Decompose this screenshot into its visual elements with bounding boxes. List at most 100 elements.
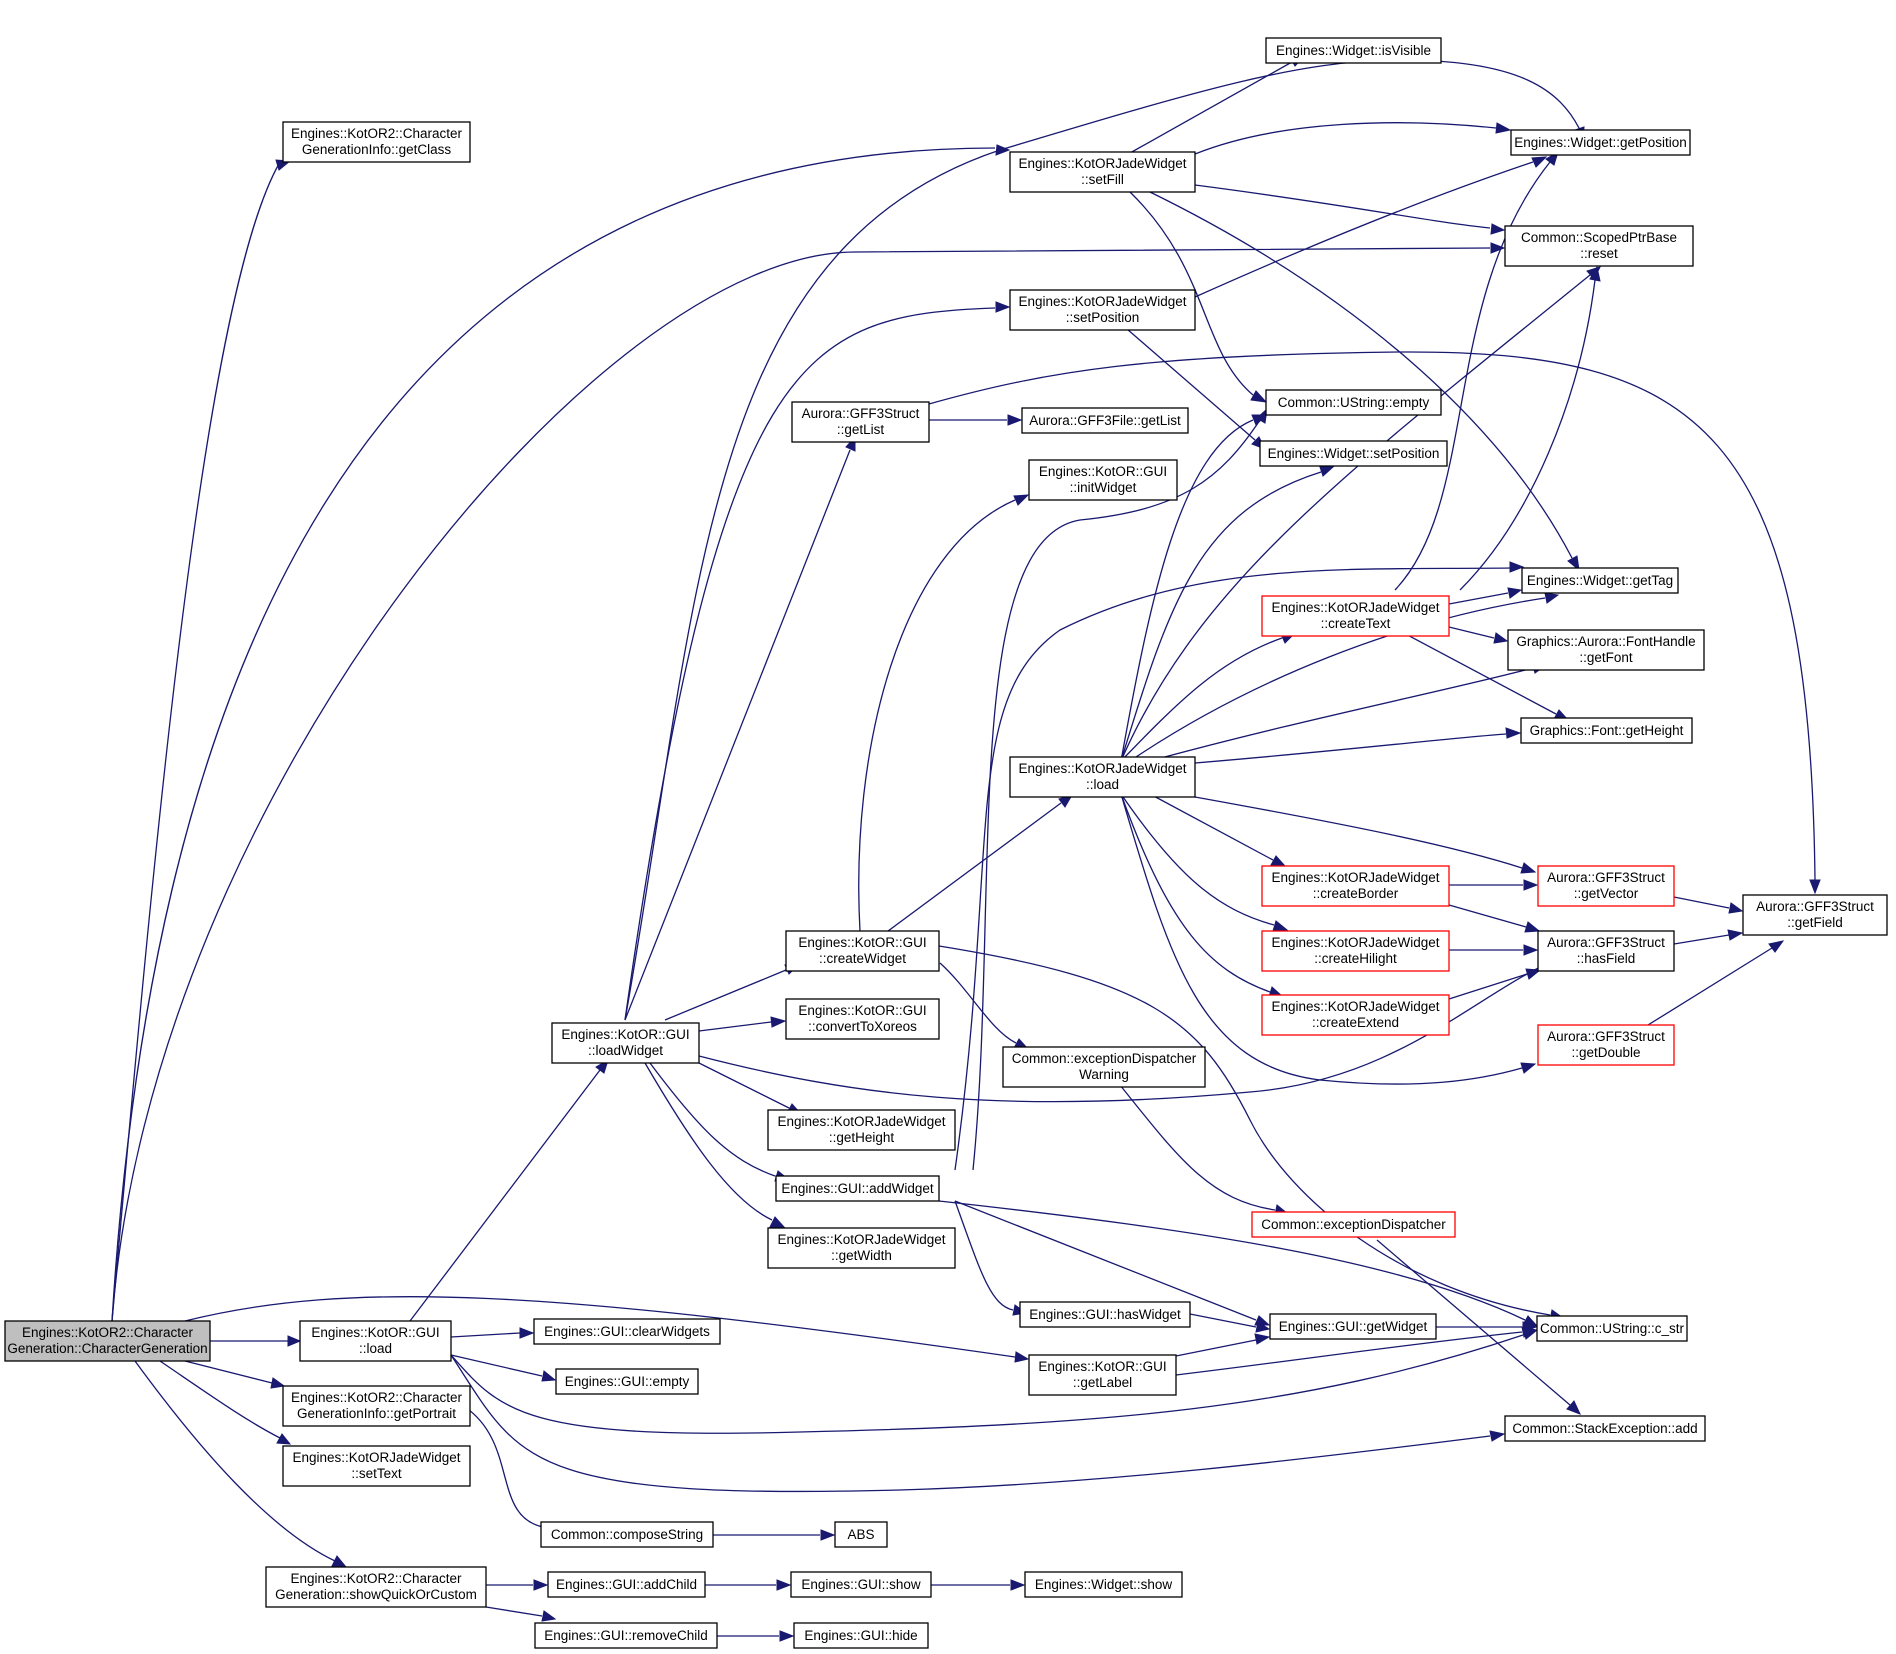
node-label-line1: Engines::GUI::getWidget <box>1279 1319 1428 1334</box>
node-label-line1: Graphics::Aurora::FontHandle <box>1516 634 1695 649</box>
edge-jadeload-reset <box>1120 266 1601 762</box>
node-label-line2: ::loadWidget <box>588 1043 663 1058</box>
node-label-line1: Engines::GUI::clearWidgets <box>544 1324 710 1339</box>
call-nodes: Engines::KotOR2::CharacterGeneration::Ch… <box>4 37 1888 1649</box>
node-getfont[interactable]: Graphics::Aurora::FontHandle::getFont <box>1507 629 1705 671</box>
node-label-line2: ::getLabel <box>1073 1375 1132 1390</box>
node-label-line1: Engines::KotORJadeWidget <box>1018 294 1186 309</box>
node-character-generation-root[interactable]: Engines::KotOR2::CharacterGeneration::Ch… <box>4 1320 211 1362</box>
node-haswidget[interactable]: Engines::GUI::hasWidget <box>1019 1301 1191 1328</box>
node-scopedptr-reset[interactable]: Common::ScopedPtrBase::reset <box>1504 225 1694 267</box>
node-removechild[interactable]: Engines::GUI::removeChild <box>534 1622 718 1649</box>
node-label-line1: Engines::KotOR::GUI <box>798 1003 926 1018</box>
node-isvisible[interactable]: Engines::Widget::isVisible <box>1265 37 1442 64</box>
edge-loadwidget-convert <box>698 1016 787 1032</box>
node-createtext[interactable]: Engines::KotORJadeWidget::createText <box>1261 595 1450 637</box>
node-stackexception-add[interactable]: Common::StackException::add <box>1504 1415 1706 1442</box>
node-label-line2: ::load <box>1086 777 1119 792</box>
edge-loadwidget-createwidget <box>664 963 801 1021</box>
node-label-line1: Engines::KotOR2::Character <box>291 126 463 141</box>
node-label-line1: Common::composeString <box>551 1527 703 1542</box>
edge-removechild-guihide <box>717 1630 795 1642</box>
node-jade-load[interactable]: Engines::KotORJadeWidget::load <box>1009 756 1196 798</box>
node-abs[interactable]: ABS <box>834 1521 888 1548</box>
node-label-line1: Engines::KotORJadeWidget <box>1271 999 1439 1014</box>
node-showquickorcustom[interactable]: Engines::KotOR2::CharacterGeneration::sh… <box>265 1566 487 1608</box>
edge-addwidget-haswidget <box>954 1200 1028 1316</box>
node-getclass[interactable]: Engines::KotOR2::CharacterGenerationInfo… <box>282 121 471 163</box>
node-gui-hide[interactable]: Engines::GUI::hide <box>793 1622 929 1649</box>
node-getwidget[interactable]: Engines::GUI::getWidget <box>1269 1313 1437 1340</box>
node-loadwidget[interactable]: Engines::KotOR::GUI::loadWidget <box>551 1022 700 1064</box>
node-font-getheight[interactable]: Graphics::Font::getHeight <box>1520 717 1693 744</box>
node-gettag[interactable]: Engines::Widget::getTag <box>1521 567 1679 594</box>
node-getheight[interactable]: Engines::KotORJadeWidget::getHeight <box>767 1109 956 1151</box>
node-ustring-empty[interactable]: Common::UString::empty <box>1265 389 1442 416</box>
node-label-line2: ::reset <box>1580 246 1618 261</box>
node-widget-show[interactable]: Engines::Widget::show <box>1024 1571 1183 1598</box>
node-gff3file-getlist[interactable]: Aurora::GFF3File::getList <box>1021 407 1189 434</box>
node-addwidget[interactable]: Engines::GUI::addWidget <box>775 1175 940 1202</box>
edge-load-clearwidgets <box>450 1327 535 1339</box>
node-composestring[interactable]: Common::composeString <box>540 1521 714 1548</box>
node-label-line2: ::createBorder <box>1313 886 1399 901</box>
node-createwidget[interactable]: Engines::KotOR::GUI::createWidget <box>785 930 940 972</box>
node-label-line1: Aurora::GFF3Struct <box>1756 899 1874 914</box>
node-settext[interactable]: Engines::KotORJadeWidget::setText <box>282 1445 471 1487</box>
node-setfill[interactable]: Engines::KotORJadeWidget::setFill <box>1009 151 1196 193</box>
node-getlabel[interactable]: Engines::KotOR::GUI::getLabel <box>1028 1354 1177 1396</box>
edge-jadeload-getvector <box>1194 796 1537 874</box>
node-label-line1: Common::ScopedPtrBase <box>1521 230 1677 245</box>
node-label-line1: Engines::GUI::show <box>801 1577 921 1592</box>
node-addchild[interactable]: Engines::GUI::addChild <box>547 1571 706 1598</box>
node-widget-setposition[interactable]: Engines::Widget::setPosition <box>1259 440 1448 467</box>
node-converttoxoreos[interactable]: Engines::KotOR::GUI::convertToXoreos <box>785 998 940 1040</box>
node-getportrait[interactable]: Engines::KotOR2::CharacterGenerationInfo… <box>282 1385 471 1427</box>
node-gui-empty[interactable]: Engines::GUI::empty <box>555 1368 699 1395</box>
edge-getlist-filegetlist <box>929 414 1023 426</box>
node-jade-setposition[interactable]: Engines::KotORJadeWidget::setPosition <box>1009 289 1196 331</box>
edge-load-loadwidget <box>409 1058 609 1322</box>
node-exceptiondispatcher[interactable]: Common::exceptionDispatcher <box>1251 1211 1456 1238</box>
edge-createwidget-initwidget <box>858 494 1030 932</box>
node-getposition[interactable]: Engines::Widget::getPosition <box>1510 129 1691 156</box>
node-label-line1: Engines::GUI::addChild <box>556 1577 697 1592</box>
node-gui-show[interactable]: Engines::GUI::show <box>790 1571 932 1598</box>
node-getvector[interactable]: Aurora::GFF3Struct::getVector <box>1537 865 1675 907</box>
edge-setposition-getposition <box>1194 156 1548 298</box>
node-label-line1: ABS <box>847 1527 874 1542</box>
edge-addchild-guishow <box>705 1579 792 1591</box>
edge-setfill-gettag <box>1149 191 1580 572</box>
node-label-line2: GenerationInfo::getClass <box>302 142 452 157</box>
node-label-line1: Engines::GUI::removeChild <box>544 1628 708 1643</box>
node-hasfield[interactable]: Aurora::GFF3Struct::hasField <box>1537 930 1675 972</box>
node-label-line1: Engines::Widget::isVisible <box>1276 43 1431 58</box>
node-createborder[interactable]: Engines::KotORJadeWidget::createBorder <box>1261 865 1450 907</box>
node-createhilight[interactable]: Engines::KotORJadeWidget::createHilight <box>1261 930 1450 972</box>
edge-excwarn-excdisp <box>1119 1084 1290 1216</box>
edge-setfill-reset <box>1194 184 1506 235</box>
edge-addwidget-gettag <box>954 561 1525 1171</box>
node-cstr[interactable]: Common::UString::c_str <box>1536 1315 1688 1342</box>
node-kotor-gui-load[interactable]: Engines::KotOR::GUI::load <box>299 1320 452 1362</box>
edge-createhilight-hasfield <box>1449 944 1539 956</box>
node-label-line1: Engines::Widget::show <box>1035 1577 1173 1592</box>
node-gff3struct-getlist[interactable]: Aurora::GFF3Struct::getList <box>791 401 930 443</box>
node-getdouble[interactable]: Aurora::GFF3Struct::getDouble <box>1537 1024 1675 1066</box>
node-label-line2: Generation::showQuickOrCustom <box>275 1587 477 1602</box>
node-initwidget[interactable]: Engines::KotOR::GUI::initWidget <box>1028 459 1178 501</box>
node-label-line1: Aurora::GFF3File::getList <box>1029 413 1181 428</box>
node-getfield[interactable]: Aurora::GFF3Struct::getField <box>1742 894 1888 936</box>
edge-excdisp-stackadd <box>1376 1239 1581 1415</box>
node-label-line1: Engines::Widget::setPosition <box>1268 446 1440 461</box>
node-clearwidgets[interactable]: Engines::GUI::clearWidgets <box>533 1318 721 1345</box>
edge-root-getportrait <box>184 1360 286 1389</box>
call-edges <box>111 55 1821 1642</box>
node-label-line2: ::createExtend <box>1312 1015 1399 1030</box>
edge-guishow-widgetshow <box>931 1579 1026 1591</box>
node-label-line2: ::initWidget <box>1070 480 1137 495</box>
node-label-line1: Engines::KotOR::GUI <box>798 935 926 950</box>
node-getwidth[interactable]: Engines::KotORJadeWidget::getWidth <box>767 1227 956 1269</box>
node-createextend[interactable]: Engines::KotORJadeWidget::createExtend <box>1261 994 1450 1036</box>
